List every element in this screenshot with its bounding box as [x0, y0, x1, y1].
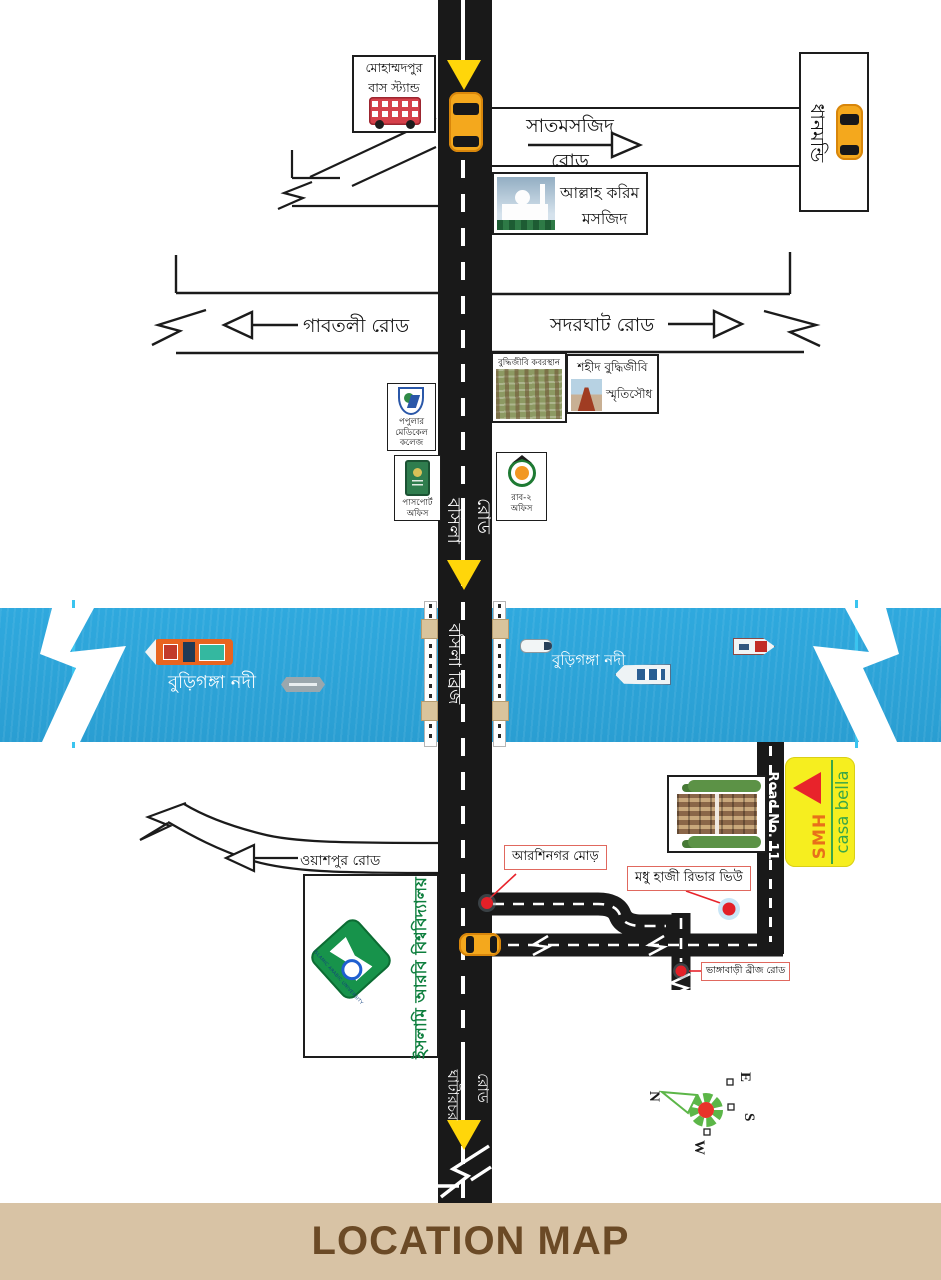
bus-stand-box: মোহাম্মদপুর বাস স্ট্যান্ড [352, 55, 436, 133]
pointer-lines [487, 873, 727, 972]
washpur-road-label: ওয়াশপুর রোড [300, 853, 381, 869]
rab2-label-1: রাব-২ [511, 493, 532, 503]
car-icon [449, 92, 483, 152]
smh-casa-bella-sign: SMH casa bella [785, 757, 855, 867]
graveyard-label: বুদ্ধিজীবি কবরস্থান [498, 358, 560, 368]
passport-office-box: পাসপোর্ট অফিস [394, 455, 441, 521]
red-boat-icon [733, 638, 775, 655]
building-photo [669, 777, 765, 851]
mosque-box: আল্লাহ করিম মসজিদ [492, 172, 648, 235]
memorial-box: শহীদ বুদ্ধিজীবি স্মৃতিসৌধ [566, 354, 659, 414]
bus-stand-label-1: মোহাম্মদপুর [365, 60, 423, 75]
mosque-label-2: মসজিদ [582, 210, 628, 228]
arrow-stem [461, 1042, 465, 1122]
main-road [438, 0, 492, 1203]
compass-n: N [646, 1091, 662, 1102]
graveyard-box: বুদ্ধিজীবি কবরস্থান [491, 352, 567, 423]
down-arrow-icon [447, 60, 481, 90]
sign-triangle-icon [793, 772, 821, 804]
rab2-office-box: রাব-২ অফিস [496, 452, 547, 521]
road-no-11-dashes [769, 746, 772, 942]
satmasjid-road-label-2: রোড [551, 150, 589, 172]
main-road-dashes [461, 160, 465, 1203]
road-break-marks [529, 934, 691, 999]
bridge-abutment [492, 701, 509, 721]
river-break-left [40, 608, 126, 742]
compass-rose: N E S W [646, 1072, 757, 1155]
graveyard-photo [496, 369, 562, 419]
compass-s: S [741, 1113, 757, 1121]
rab2-logo [508, 459, 536, 487]
side-road-dashes [468, 902, 778, 962]
river-label-left: বুড়িগঙ্গা নদী [168, 672, 257, 693]
satmasjid-road-line-top [492, 107, 799, 110]
passport-icon [405, 460, 430, 496]
down-arrow-icon [447, 1120, 481, 1150]
rab2-label-2: অফিস [510, 503, 533, 514]
mosque-photo [497, 177, 555, 230]
compass-north-arrow-icon [658, 1090, 699, 1115]
islamic-arabic-university-box: ISLAMIC ARABIC UNIVERSITY ইসলামি আরবি বি… [303, 874, 439, 1059]
popular-label-1: পপুলার [398, 417, 424, 427]
car-icon [836, 104, 863, 160]
ship-icon [145, 639, 233, 665]
popular-label-2: মেডিকেল [395, 427, 428, 438]
compass-e: E [737, 1072, 753, 1082]
modhu-haji-river-view-label: মধু হাজী রিভার ভিউ [627, 866, 751, 891]
washpur-road-lines [139, 801, 439, 875]
main-road-bottom-break [438, 1144, 492, 1199]
mosque-label-1: আল্লাহ করিম [560, 184, 640, 202]
casa-bella-building-box [667, 775, 767, 853]
bus-stand-label-2: বাস স্ট্যান্ড [368, 80, 420, 95]
memorial-photo [571, 379, 602, 411]
down-arrow-icon [447, 560, 481, 590]
compass-w: W [691, 1140, 707, 1155]
gabtali-road-lines [151, 255, 438, 355]
page-title: LOCATION MAP [311, 1219, 630, 1263]
river-break-right [813, 608, 899, 742]
satmasjid-road-line-bottom [492, 165, 799, 168]
canoe-icon [281, 677, 325, 692]
map-markers [478, 894, 740, 979]
arrow-stem [461, 498, 465, 562]
bridge-abutment [492, 619, 509, 639]
popular-medical-box: পপুলার মেডিকেল কলেজ [387, 383, 436, 451]
arrow-stem [461, 0, 465, 62]
bhangabari-bridge-road-label: ভাঙ্গাবাড়ী ব্রীজ রোড [701, 962, 791, 981]
bus-icon [369, 97, 421, 129]
car-icon [459, 933, 501, 956]
popular-medical-logo [398, 387, 424, 415]
arshinagar-mor-label: আরশিনগর মোড় [504, 845, 607, 870]
passport-label-1: পাসপোর্ট [402, 498, 433, 508]
gabtali-road-label: গাবতলী রোড [303, 315, 410, 337]
bridge-abutment [421, 701, 438, 721]
bridge-abutment [421, 619, 438, 639]
memorial-label-2: স্মৃতিসৌধ [606, 387, 653, 401]
sadarghat-road-label: সদরঘাট রোড [550, 314, 655, 336]
dhanmondi-box: ধানমন্ডি [799, 52, 869, 212]
satmasjid-road-label-1: সাতমসজিদ [526, 115, 614, 137]
small-boat-icon [520, 639, 552, 653]
satmasjid-arrow [528, 131, 644, 159]
river-label-right: বুড়িগঙ্গা নদী [552, 651, 626, 669]
passport-label-2: অফিস [406, 508, 429, 519]
footer-band: LOCATION MAP [0, 1203, 941, 1280]
memorial-label-1: শহীদ বুদ্ধিজীবি [577, 360, 648, 374]
popular-label-3: কলেজ [399, 438, 424, 448]
